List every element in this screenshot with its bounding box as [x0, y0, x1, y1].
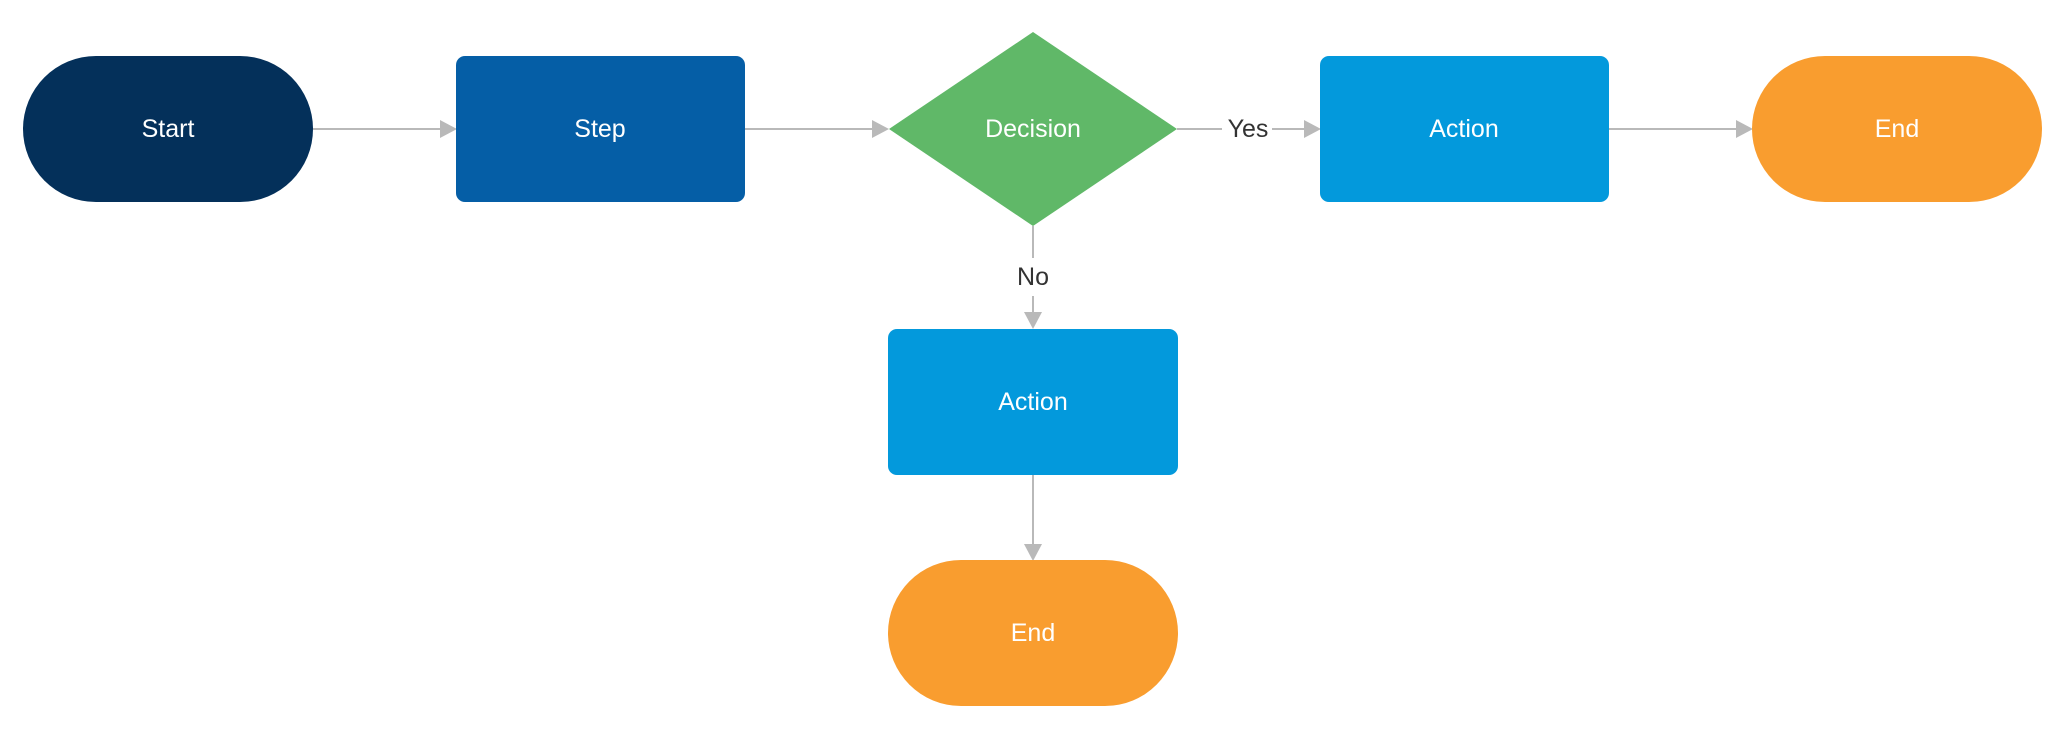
arrowhead-decision	[872, 120, 889, 138]
action-no-process-shape	[888, 329, 1178, 475]
arrowhead-end-yes	[1736, 120, 1753, 138]
yes-edge-label: Yes	[1228, 115, 1269, 143]
action-yes-node: Action	[1320, 56, 1609, 202]
start-terminator-shape	[23, 56, 313, 202]
start-node: Start	[23, 56, 313, 202]
step-process-shape	[456, 56, 745, 202]
start-label: Start	[142, 115, 195, 143]
action-yes-label: Action	[1429, 115, 1498, 143]
decision-node: Decision	[889, 32, 1177, 226]
connectors	[313, 120, 1753, 561]
decision-diamond-shape	[889, 32, 1177, 226]
end-no-terminator-shape	[888, 560, 1178, 706]
action-yes-process-shape	[1320, 56, 1609, 202]
arrowhead-step	[440, 120, 457, 138]
end-no-label: End	[1011, 619, 1055, 647]
end-no-node: End	[888, 560, 1178, 706]
arrowhead-action-no	[1024, 312, 1042, 329]
end-yes-node: End	[1752, 56, 2042, 202]
end-yes-terminator-shape	[1752, 56, 2042, 202]
step-label: Step	[574, 115, 625, 143]
end-yes-label: End	[1875, 115, 1919, 143]
arrowhead-end-no	[1024, 544, 1042, 561]
step-node: Step	[456, 56, 745, 202]
arrowhead-action-yes	[1304, 120, 1321, 138]
decision-label: Decision	[985, 115, 1081, 143]
action-no-label: Action	[998, 388, 1067, 416]
no-edge-label: No	[1017, 263, 1049, 291]
action-no-node: Action	[888, 329, 1178, 475]
